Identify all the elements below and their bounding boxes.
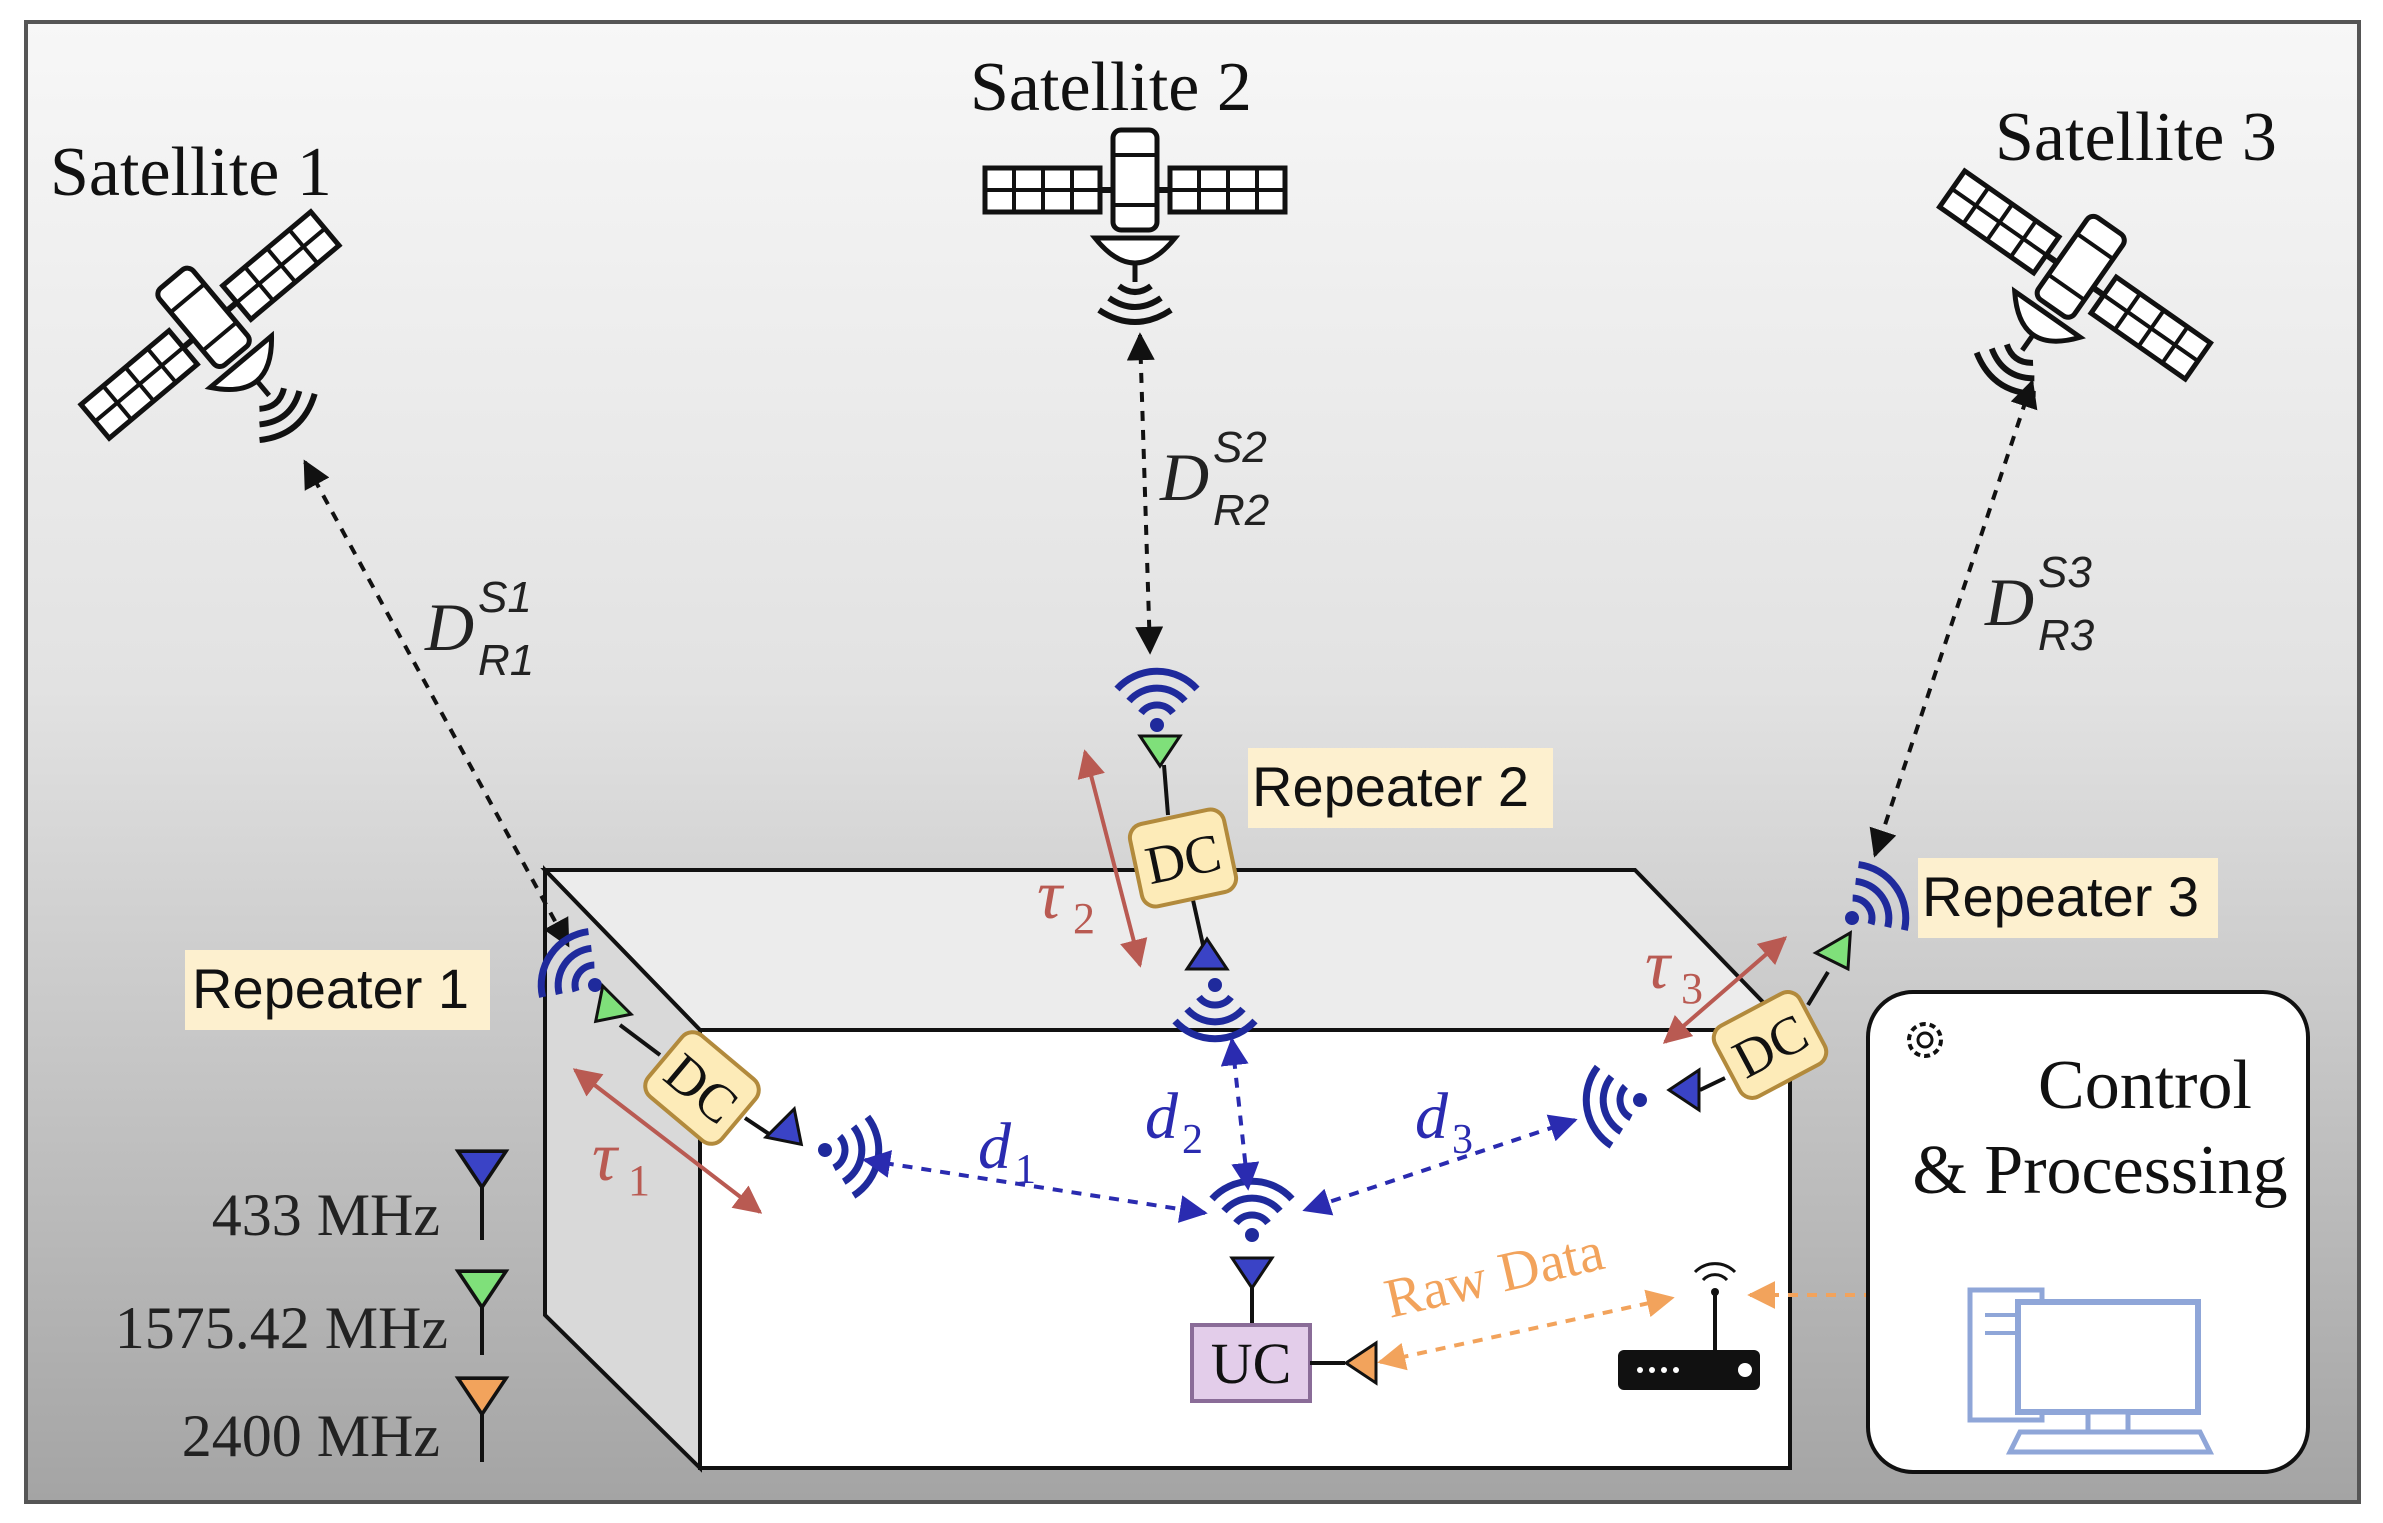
svg-text:D: D — [424, 589, 474, 665]
svg-text:R1: R1 — [478, 636, 534, 685]
distance-s3-r3: D S3 R3 — [1984, 548, 2095, 660]
link-s1-r1 — [303, 459, 570, 948]
legend-item-433: 433 MHz — [212, 1149, 508, 1248]
link-s2-r2 — [1126, 332, 1164, 655]
desktop-computer-icon — [1967, 1287, 2215, 1455]
delay-arrow-3 — [1662, 936, 1788, 1044]
indoor-link-3 — [1302, 1114, 1578, 1216]
indoor-distance-3: d 3 — [1415, 1080, 1473, 1163]
indoor-distance-2: d 2 — [1145, 1080, 1203, 1163]
svg-text:S3: S3 — [2038, 548, 2092, 597]
delay-1-index: 1 — [628, 1156, 650, 1205]
repeater-1: Repeater 1 DC τ 1 — [185, 921, 885, 1214]
repeater-2: Repeater 2 DC τ 2 — [1037, 671, 1553, 1038]
repeater-1-label: Repeater 1 — [192, 957, 469, 1020]
repeater-3-label: Repeater 3 — [1922, 865, 2199, 928]
satellite-1-label: Satellite 1 — [50, 134, 332, 211]
svg-text:3: 3 — [1452, 1117, 1473, 1163]
frequency-legend: 433 MHz 1575.42 MHz 2400 MHz — [115, 1149, 508, 1469]
control-processing-panel: Control & Processing — [1866, 990, 2310, 1474]
indoor-link-2 — [1220, 1037, 1260, 1191]
delay-3-symbol: τ — [1645, 927, 1673, 1004]
satellite-2-label: Satellite 2 — [970, 49, 1252, 126]
repeater-3: Repeater 3 DC τ 3 — [1580, 854, 2218, 1148]
delay-1-symbol: τ — [592, 1119, 620, 1196]
delay-2-symbol: τ — [1037, 857, 1065, 934]
svg-text:2400 MHz: 2400 MHz — [182, 1403, 440, 1469]
distance-s2-r2: D S2 R2 — [1159, 423, 1269, 535]
satellite-3: Satellite 3 — [1876, 99, 2277, 469]
delay-arrow-1 — [572, 1068, 763, 1214]
uc-label: UC — [1211, 1331, 1292, 1396]
svg-text:d: d — [1145, 1080, 1179, 1153]
legend-item-1575: 1575.42 MHz — [115, 1269, 508, 1361]
indoor-link-1 — [862, 1150, 1208, 1223]
svg-text:S1: S1 — [478, 573, 532, 622]
satellite-2: Satellite 2 — [970, 49, 1285, 322]
control-label-line2: & Processing — [1912, 1132, 2287, 1209]
indoor-distance-1: d 1 — [978, 1110, 1036, 1193]
repeater-2-label: Repeater 2 — [1252, 755, 1529, 818]
control-label-line1: Control — [2038, 1047, 2252, 1124]
svg-text:R2: R2 — [1213, 486, 1269, 535]
svg-text:d: d — [1415, 1080, 1449, 1153]
satellite-1: Satellite 1 — [50, 134, 410, 523]
svg-text:433 MHz: 433 MHz — [212, 1182, 440, 1248]
svg-text:1575.42 MHz: 1575.42 MHz — [115, 1295, 448, 1361]
satellite-3-label: Satellite 3 — [1995, 99, 2277, 176]
distance-s1-r1: D S1 R1 — [424, 573, 534, 685]
router-icon — [1618, 1262, 1760, 1390]
building-box — [540, 865, 1795, 1473]
repeater-1-label-bg — [185, 950, 490, 1030]
svg-text:R3: R3 — [2038, 611, 2095, 660]
delay-2-index: 2 — [1073, 894, 1095, 943]
raw-data-link — [1377, 1289, 1675, 1371]
repeater-2-label-bg — [1248, 748, 1553, 828]
svg-text:1: 1 — [1015, 1147, 1036, 1193]
svg-text:2: 2 — [1182, 1117, 1203, 1163]
delay-3-index: 3 — [1681, 964, 1703, 1013]
svg-text:D: D — [1159, 439, 1209, 515]
repeater-3-label-bg — [1918, 858, 2218, 938]
delay-arrow-2 — [1077, 749, 1148, 968]
svg-text:S2: S2 — [1213, 423, 1267, 472]
svg-text:D: D — [1984, 564, 2034, 640]
user-unit: UC — [1190, 1181, 1378, 1403]
link-s3-r3 — [1869, 379, 2038, 858]
gear-icon — [1907, 1022, 1943, 1058]
svg-text:d: d — [978, 1110, 1012, 1183]
legend-item-2400: 2400 MHz — [182, 1376, 508, 1469]
